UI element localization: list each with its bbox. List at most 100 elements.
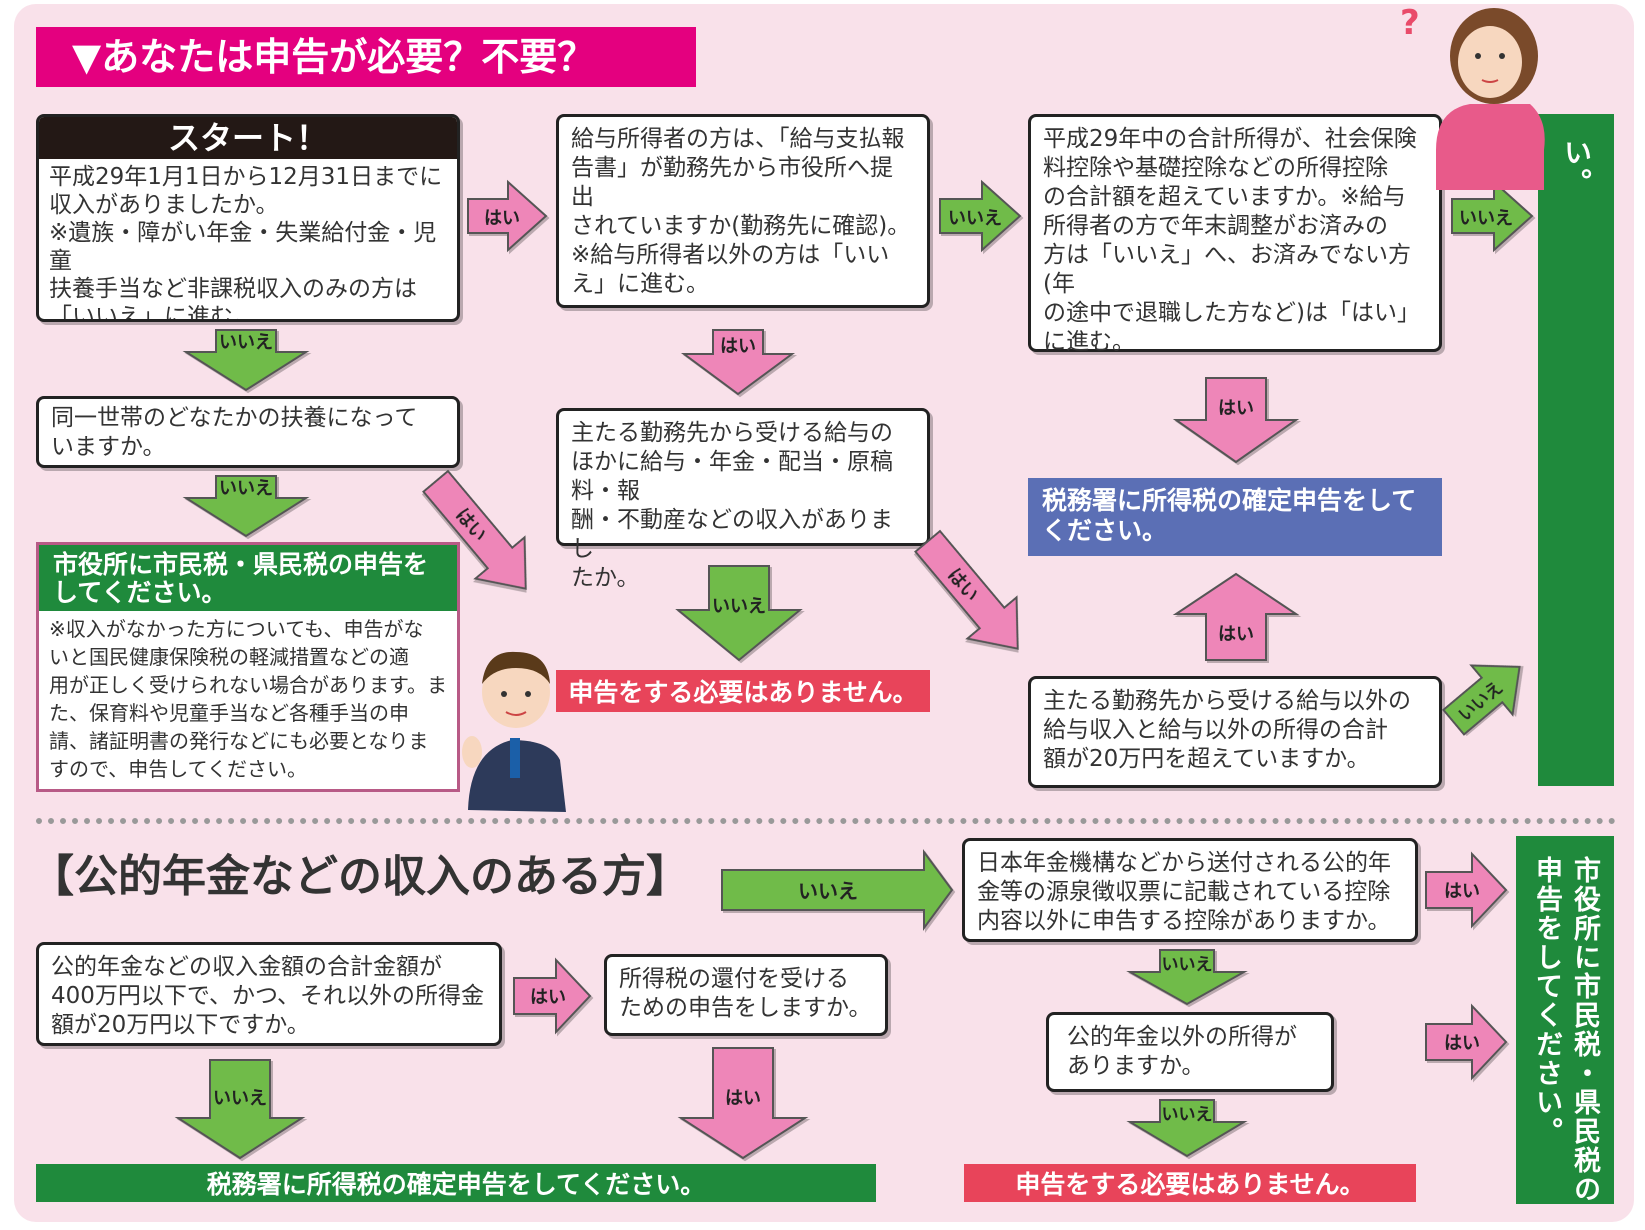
question-line: 主たる勤務先から受ける給与以外の — [1043, 688, 1411, 714]
question-line: 所得者の方で年末調整がお済みの — [1043, 213, 1388, 239]
result-tax-office-bottom: 税務署に所得税の確定申告をしてください。 — [36, 1164, 876, 1202]
arrow-down-yes-1: はい — [680, 329, 796, 396]
start-box: スタート！ 平成29年1月1日から12月31日までに 収入がありましたか。 ※遺… — [36, 114, 460, 322]
arrow-right-yes-s2-3: はい — [1425, 1003, 1508, 1081]
arrow-right-no-1: いいえ — [939, 179, 1022, 253]
arrow-label-yes: はい — [1218, 624, 1254, 645]
page-title: ▼あなたは申告が必要？不要？ — [36, 27, 696, 87]
arrow-label-yes: はい — [720, 336, 756, 357]
arrow-label-no: いいえ — [948, 208, 1002, 229]
arrow-right-no-s2: いいえ — [721, 848, 954, 932]
result-tax-office: 税務署に所得税の確定申告をして ください。 — [1028, 478, 1442, 556]
arrow-right-yes-1: はい — [467, 179, 548, 253]
result-line: ください。 — [1042, 516, 1168, 545]
arrow-diagonal-yes-2: はい — [914, 529, 1019, 650]
arrow-label-yes: はい — [725, 1088, 761, 1109]
question-line: 内容以外に申告する控除がありますか。 — [977, 908, 1391, 934]
arrow-down-yes-s2: はい — [677, 1047, 809, 1160]
arrow-label-no: いいえ — [798, 879, 858, 903]
question-line: に進む。 — [1043, 329, 1135, 355]
arrow-down-no-s2-2: いいえ — [1126, 949, 1248, 1006]
arrow-diagonal-no: いいえ — [1442, 664, 1521, 736]
question-line: 給与収入と給与以外の所得の合計 — [1043, 717, 1388, 743]
start-line: 「いいえ」に進む。 — [49, 304, 256, 322]
arrow-label-no: いいえ — [712, 596, 766, 617]
question-line: 公的年金以外の所得が — [1067, 1024, 1297, 1050]
question-pension-amount: 公的年金などの収入金額の合計金額が 400万円以下で、かつ、それ以外の所得金 額… — [36, 942, 502, 1046]
arrow-label-yes: はい — [530, 987, 566, 1008]
start-line: 平成29年1月1日から12月31日までに — [49, 164, 443, 190]
start-line: ※遺族・障がい年金・失業給付金・児童 — [49, 220, 437, 274]
arrow-label-yes: はい — [1444, 1033, 1480, 1054]
question-line: 公的年金などの収入金額の合計金額が — [51, 954, 442, 980]
arrow-right-yes-s2-2: はい — [1425, 851, 1508, 929]
svg-text:?: ? — [1400, 3, 1420, 43]
arrow-label-no: いいえ — [219, 332, 273, 353]
arrow-down-no-s2-3: いいえ — [1126, 1099, 1248, 1158]
city-tax-note-header: 市役所に市民税・県民税の申告を してください。 — [39, 545, 457, 611]
note-header-line: してください。 — [53, 578, 227, 607]
city-tax-note-box: 市役所に市民税・県民税の申告を してください。 ※収入がなかった方についても、申… — [36, 542, 460, 792]
question-line: ※給与所得者以外の方は「いい — [571, 242, 890, 268]
question-line: 同一世帯のどなたかの扶養になって — [51, 405, 418, 431]
arrow-down-no-s2-1: いいえ — [174, 1059, 306, 1160]
result-city-tax-vertical-bottom: 市役所に市民税・県民税の 申告をしてください。 — [1516, 836, 1614, 1204]
question-total-income: 平成29年中の合計所得が、社会保険 料控除や基礎控除などの所得控除 の合計額を超… — [1028, 114, 1442, 355]
section2-title: 【公的年金などの収入のある方】 — [30, 851, 690, 902]
question-salary-report: 給与所得者の方は、「給与支払報 告書」が勤務先から市役所へ提出 されていますか(… — [556, 114, 930, 308]
note-header-line: 市役所に市民税・県民税の申告を — [53, 550, 429, 579]
note-line: いと国民健康保険税の軽減措置などの適 — [49, 645, 409, 669]
question-over-200k: 主たる勤務先から受ける給与以外の 給与収入と給与以外の所得の合計 額が20万円を… — [1028, 676, 1442, 788]
arrow-down-no-3: いいえ — [675, 565, 803, 662]
question-line: いますか。 — [51, 434, 166, 460]
question-line: 所得税の還付を受ける — [619, 966, 849, 992]
note-line: ※収入がなかった方についても、申告がな — [49, 617, 424, 641]
question-line: 主たる勤務先から受ける給与の — [571, 420, 893, 446]
question-line: 400万円以下で、かつ、それ以外の所得金 — [51, 983, 485, 1009]
arrow-right-yes-s2-1: はい — [513, 957, 592, 1035]
start-line: 収入がありましたか。 — [49, 192, 279, 218]
question-line: え」に進む。 — [571, 271, 709, 297]
arrow-down-yes-2: はい — [1172, 377, 1300, 464]
question-line: 酬・不動産などの収入がありまし — [571, 507, 893, 562]
man-illustration — [462, 651, 566, 812]
arrow-label-no: いいえ — [1162, 955, 1213, 975]
question-line: たか。 — [571, 565, 640, 591]
question-line: 日本年金機構などから送付される公的年 — [977, 850, 1391, 876]
start-header: スタート！ — [39, 117, 457, 159]
note-line: 請、諸証明書の発行などにも必要となりま — [49, 729, 429, 753]
question-other-income: 主たる勤務先から受ける給与の ほかに給与・年金・配当・原稿料・報 酬・不動産など… — [556, 408, 930, 591]
result-no-need-bottom: 申告をする必要はありません。 — [964, 1164, 1416, 1202]
question-line: 方は「いいえ」へ、お済みでない方(年 — [1043, 242, 1411, 297]
question-refund: 所得税の還付を受ける ための申告をしますか。 — [604, 954, 888, 1036]
question-line: 平成29年中の合計所得が、社会保険 — [1043, 126, 1417, 152]
question-line: ありますか。 — [1067, 1053, 1205, 1079]
question-deduction: 日本年金機構などから送付される公的年 金等の源泉徴収票に記載されている控除 内容… — [962, 838, 1418, 942]
arrow-diagonal-yes-1: はい — [422, 469, 527, 590]
question-line: ほかに給与・年金・配当・原稿料・報 — [571, 449, 893, 504]
question-line: 金等の源泉徴収票に記載されている控除 — [977, 879, 1391, 905]
arrow-label-yes: はい — [1444, 881, 1480, 902]
note-line: すので、申告してください。 — [49, 757, 307, 781]
arrow-label-yes: はい — [1218, 398, 1254, 419]
arrow-right-no-2: いいえ — [1451, 179, 1534, 253]
question-line: ための申告をしますか。 — [619, 995, 872, 1021]
question-line: の合計額を超えていますか。※給与 — [1043, 184, 1406, 210]
start-line: 扶養手当など非課税収入のみの方は — [49, 276, 417, 302]
question-line: 額が20万円以下ですか。 — [51, 1012, 310, 1038]
note-line: 用が正しく受けられない場合があります。ま — [49, 673, 447, 697]
question-other-income-pension: 公的年金以外の所得が ありますか。 — [1046, 1012, 1334, 1092]
result-vertical-line: 市役所に市民税・県民税の — [1569, 856, 1600, 1204]
arrow-label-no: いいえ — [1162, 1105, 1213, 1125]
note-line: た、保育料や児童手当など各種手当の申 — [49, 701, 409, 725]
question-line: されていますか(勤務先に確認)。 — [571, 213, 911, 239]
question-line: 料控除や基礎控除などの所得控除 — [1043, 155, 1388, 181]
question-line: の途中で退職した方など)は「はい」 — [1043, 300, 1420, 326]
result-no-need: 申告をする必要はありません。 — [556, 670, 930, 712]
question-line: 告書」が勤務先から市役所へ提出 — [571, 155, 893, 210]
arrow-label-no: いいえ — [1459, 208, 1513, 229]
section-divider — [36, 818, 1616, 824]
